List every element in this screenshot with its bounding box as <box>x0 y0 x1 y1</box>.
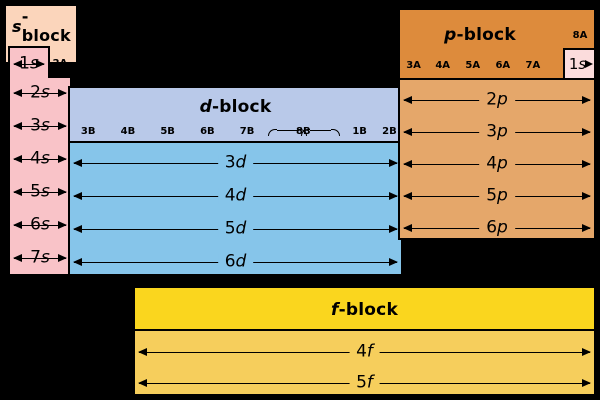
group-label-7B: 7B <box>239 126 255 137</box>
arrow-line <box>14 159 66 160</box>
arrow-head-left-icon <box>13 254 22 262</box>
arrow-head-right-icon <box>582 348 591 356</box>
arrow-head-right-icon <box>58 188 67 196</box>
arrow-head-left-icon <box>138 379 147 387</box>
arrow-head-left-icon <box>13 60 22 68</box>
orbital-label-5d: 5d <box>217 220 254 238</box>
arrow-head-right-icon <box>582 128 591 136</box>
arrow-head-left-icon <box>73 258 82 266</box>
orbital-label-1s: 1s <box>19 53 39 74</box>
group-label-6A: 6A <box>495 60 511 71</box>
arrow-head-left-icon <box>13 122 22 130</box>
group-label-4A: 4A <box>435 60 451 71</box>
d-block-header: d-block 3B 4B 5B 6B 7B 8B 1B 2B <box>68 86 403 143</box>
arrow-head-right-icon <box>58 122 67 130</box>
f-block-header: f-block <box>133 286 596 331</box>
arrow-head-right-icon <box>58 89 67 97</box>
s-block-seam-mask <box>10 74 48 80</box>
orbital-label-4f: 4f <box>349 343 380 361</box>
group-label-5A: 5A <box>465 60 481 71</box>
arrow-head-right-icon <box>58 221 67 229</box>
arrow-head-right-icon <box>585 60 593 68</box>
orbital-label-7s: 7s <box>30 247 50 268</box>
arrow-head-right-icon <box>389 159 398 167</box>
group-label-5B: 5B <box>160 126 175 137</box>
arrow-head-left-icon <box>73 159 82 167</box>
group-label-2A: 2A <box>52 58 68 69</box>
helium-1s-cell: 1s <box>563 48 596 80</box>
arrow-head-left-icon <box>73 225 82 233</box>
arrow-head-right-icon <box>582 192 591 200</box>
group-label-3A: 3A <box>406 60 421 71</box>
group-label-6B: 6B <box>200 126 215 137</box>
f-block-body: 4f 5f <box>133 329 596 396</box>
arrow-head-left-icon <box>403 96 412 104</box>
s-block-title: s-block <box>12 7 71 45</box>
orbital-label-5p: 5p <box>479 187 515 205</box>
arrow-head-left-icon <box>403 128 412 136</box>
group-8B-bracket-left <box>276 129 307 138</box>
orbital-label-3p: 3p <box>479 123 515 141</box>
orbital-label-3s: 3s <box>30 115 50 136</box>
arrow-head-right-icon <box>582 96 591 104</box>
arrow-head-left-icon <box>403 224 412 232</box>
arrow-line <box>14 192 66 193</box>
arrow-head-right-icon <box>58 155 67 163</box>
orbital-label-2s: 2s <box>30 82 50 103</box>
arrow-head-left-icon <box>13 89 22 97</box>
arrow-head-left-icon <box>13 188 22 196</box>
orbital-label-5s: 5s <box>30 181 50 202</box>
d-block-group-row: 3B 4B 5B 6B 7B 8B 1B 2B <box>70 126 401 143</box>
orbital-label-5f: 5f <box>349 374 380 392</box>
arrow-line <box>14 225 66 226</box>
arrow-head-right-icon <box>582 379 591 387</box>
arrow-head-right-icon <box>36 60 45 68</box>
group-label-1B: 1B <box>352 126 367 137</box>
s-block-body: 2s 3s 4s 5s <box>8 76 72 276</box>
d-block-title: d-block <box>199 97 272 117</box>
orbital-label-4d: 4d <box>217 187 254 205</box>
group-label-2B: 2B <box>382 126 397 137</box>
p-block-body: 2p 3p 4p 5p <box>398 78 596 240</box>
arrow-head-left-icon <box>403 160 412 168</box>
orbital-label-3d: 3d <box>217 154 254 172</box>
group-label-3B: 3B <box>80 126 96 137</box>
arrow-head-right-icon <box>389 225 398 233</box>
f-block-title: f-block <box>331 299 398 320</box>
orbital-label-2p: 2p <box>479 91 515 109</box>
arrow-head-right-icon <box>582 160 591 168</box>
arrow-head-left-icon <box>138 348 147 356</box>
d-block-body: 3d 4d 5d 6d <box>68 141 403 276</box>
orbital-label-6p: 6p <box>479 219 515 237</box>
arrow-line <box>14 126 66 127</box>
orbital-label-1s-helium: 1s <box>568 54 587 73</box>
group-8B-bracket-right <box>309 129 340 138</box>
arrow-head-right-icon <box>389 258 398 266</box>
arrow-head-right-icon <box>582 224 591 232</box>
arrow-head-left-icon <box>403 192 412 200</box>
orbital-label-4s: 4s <box>30 148 50 169</box>
arrow-head-right-icon <box>389 192 398 200</box>
arrow-head-left-icon <box>13 221 22 229</box>
arrow-head-left-icon <box>13 155 22 163</box>
group-label-8A: 8A <box>572 30 588 41</box>
p-block-group-row: 3A 4A 5A 6A 7A <box>400 60 594 80</box>
arrow-line <box>14 258 66 259</box>
arrow-head-right-icon <box>58 254 67 262</box>
arrow-line <box>14 93 66 94</box>
arrow-line <box>14 64 44 65</box>
arrow-head-left-icon <box>73 192 82 200</box>
s-block-row-1s-cell: 1s <box>8 46 50 78</box>
orbital-label-4p: 4p <box>479 155 515 173</box>
group-label-7A: 7A <box>525 60 541 71</box>
group-label-4B: 4B <box>120 126 136 137</box>
orbital-label-6s: 6s <box>30 214 50 235</box>
orbital-label-6d: 6d <box>217 253 254 271</box>
p-block-title: p-block <box>444 25 516 45</box>
